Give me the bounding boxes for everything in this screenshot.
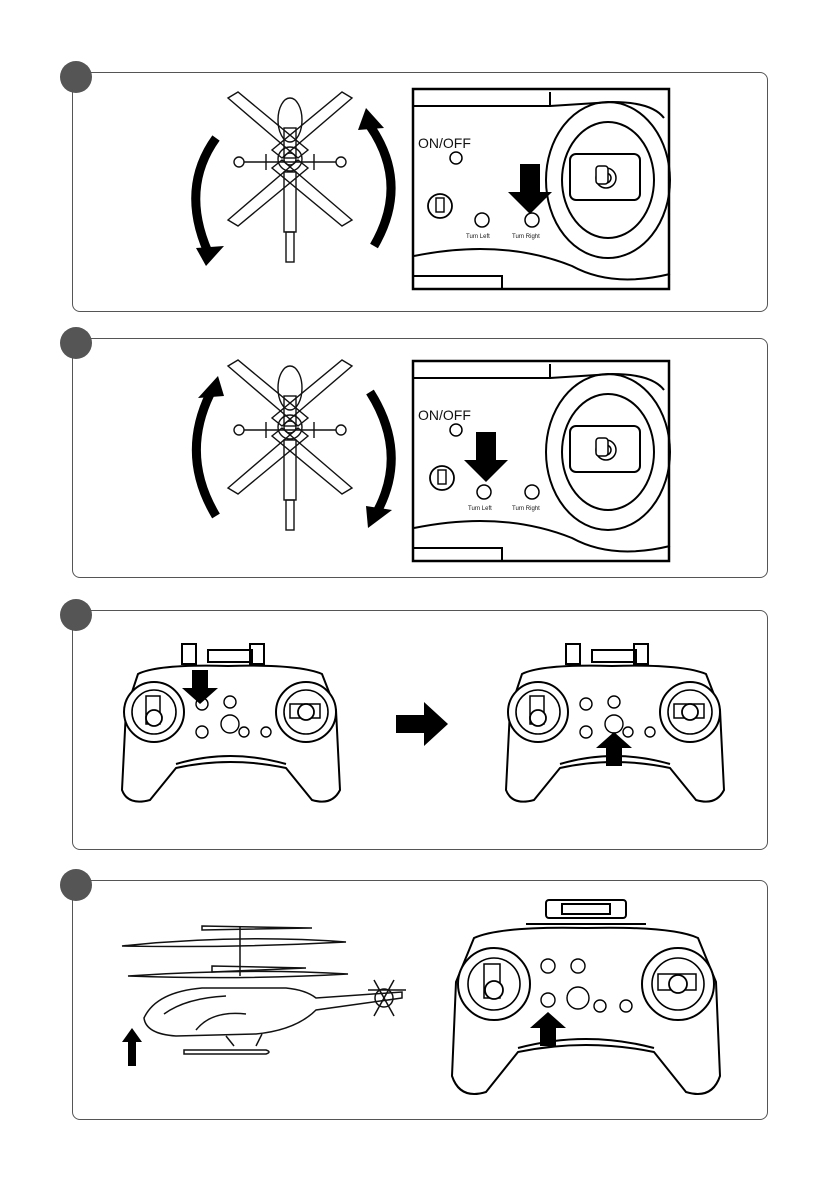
turn-right-label: Turn Right: [512, 234, 540, 240]
turn-left-label: Turn Left: [468, 506, 492, 512]
remote-closeup-turn-left: ON/OFF Turn Left Turn Right: [412, 360, 670, 562]
step-1-number-badge: [60, 61, 92, 93]
helicopter-top-view-rotate-left: [180, 356, 410, 546]
step-2-number-badge: [60, 327, 92, 359]
remote-full-press-down: [118, 640, 344, 810]
turn-left-label: Turn Left: [466, 234, 490, 240]
power-label: ON/OFF: [418, 135, 471, 151]
power-label: ON/OFF: [418, 407, 471, 423]
remote-full-press-up: [502, 640, 728, 810]
remote-closeup-turn-right: ON/OFF Turn Left Turn Right: [412, 88, 670, 290]
step-3-number-badge: [60, 599, 92, 631]
helicopter-side-view: [116, 918, 412, 1072]
step-3-next-arrow: [396, 702, 448, 746]
remote-full-press-up-large: [450, 896, 722, 1106]
step-4-number-badge: [60, 869, 92, 901]
turn-right-label: Turn Right: [512, 506, 540, 512]
helicopter-top-view-rotate-right: [180, 88, 410, 288]
